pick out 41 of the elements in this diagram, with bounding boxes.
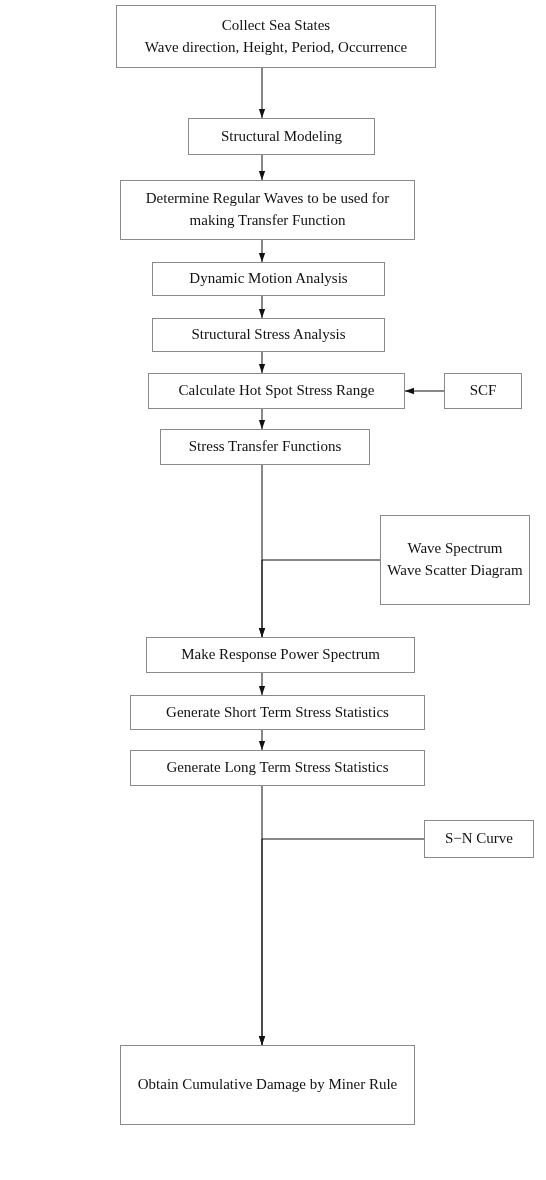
process-box — [120, 180, 415, 240]
box-text: Make Response Power Spectrum — [180, 645, 381, 665]
box-text: Structural Stress Analysis — [190, 325, 347, 345]
box-text: SCF — [468, 381, 498, 401]
process-box — [130, 695, 425, 730]
process-box — [444, 373, 522, 409]
process-box — [152, 318, 385, 352]
process-box — [424, 820, 534, 858]
box-text: Wave Scatter Diagram — [386, 561, 524, 580]
box-text: Generate Long Term Stress Statistics — [165, 758, 390, 778]
process-box — [116, 5, 436, 68]
process-box — [148, 373, 405, 409]
box-text: Wave direction, Height, Period, Occurrence — [143, 37, 409, 57]
process-box — [130, 750, 425, 786]
box-text: Calculate Hot Spot Stress Range — [177, 381, 376, 401]
box-text: S−N Curve — [443, 829, 514, 849]
box-text: Generate Short Term Stress Statistics — [165, 702, 390, 722]
arrow — [258, 154, 266, 181]
box-text: Collect Sea States — [220, 15, 332, 35]
arrow — [258, 838, 425, 1046]
process-box — [152, 262, 385, 296]
process-box — [120, 1045, 415, 1125]
arrow — [258, 295, 266, 319]
process-box — [380, 515, 530, 605]
process-box — [146, 637, 415, 673]
arrow — [258, 351, 266, 374]
arrow — [258, 672, 266, 696]
arrow — [404, 387, 445, 395]
box-text: Determine Regular Waves to be used for making Transfer Function — [144, 189, 391, 230]
arrow — [258, 408, 266, 430]
box-text: Obtain Cumulative Damage by Miner Rule — [136, 1075, 399, 1095]
process-box — [188, 118, 375, 155]
arrow — [258, 67, 266, 119]
process-box — [160, 429, 370, 465]
box-text: Structural Modeling — [219, 126, 344, 146]
box-text: Dynamic Motion Analysis — [188, 269, 349, 289]
box-text: Wave Spectrum — [406, 539, 504, 559]
arrow — [258, 559, 381, 638]
box-text: Stress Transfer Functions — [187, 437, 343, 457]
arrow — [258, 239, 266, 263]
arrow — [258, 729, 266, 751]
